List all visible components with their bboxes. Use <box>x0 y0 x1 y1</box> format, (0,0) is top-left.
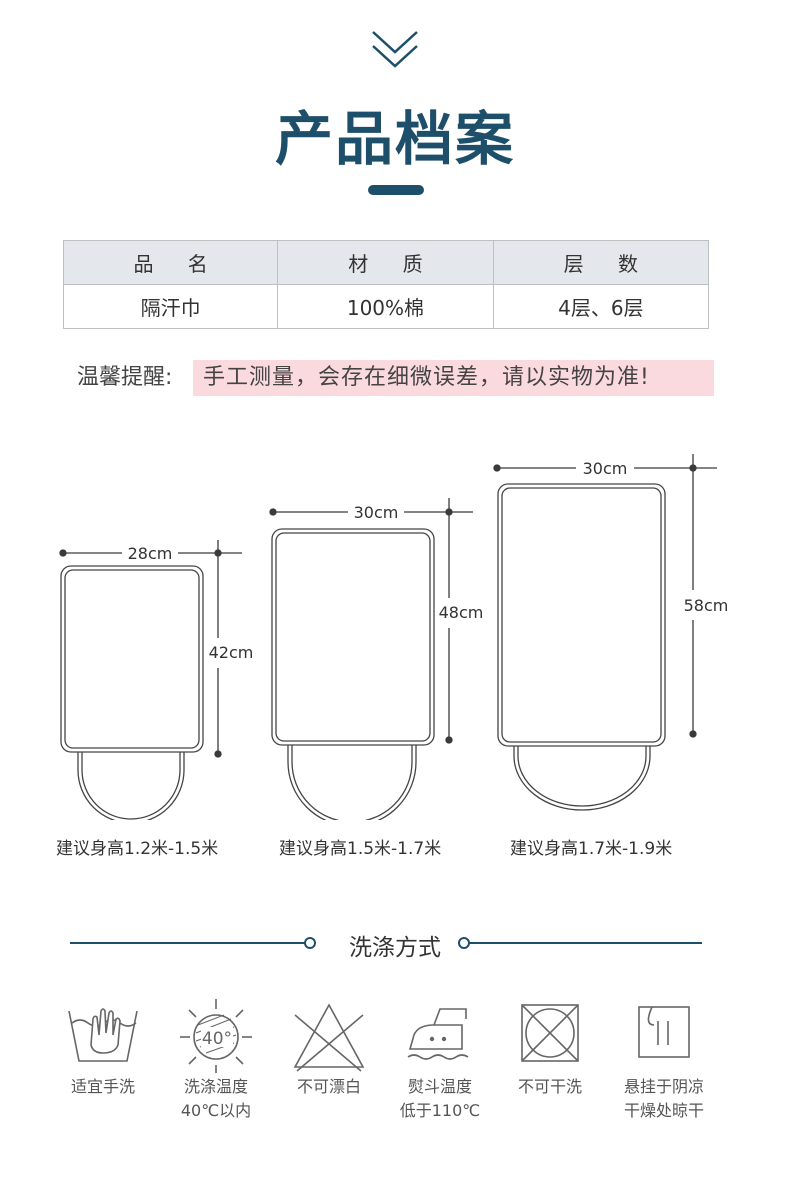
spec-table: 品 名 材 质 层 数 隔汗巾 100%棉 4层、6层 <box>62 240 710 329</box>
size-2-recommend: 建议身高1.5米-1.7米 <box>279 839 442 859</box>
care-label-iron: 熨斗温度低于110℃ <box>399 1077 481 1120</box>
size-3-width: 30cm <box>583 459 628 478</box>
tip-label: 温馨提醒: <box>77 365 173 390</box>
size-1-height: 42cm <box>209 643 254 662</box>
size-1-width: 28cm <box>128 544 173 563</box>
tip-text: 手工测量，会存在细微误差，请以实物为准! <box>193 360 714 396</box>
header-layers: 层 数 <box>492 240 710 285</box>
wash-divider-right <box>468 942 702 944</box>
care-label-hand-wash: 适宜手洗 <box>70 1077 135 1096</box>
no-dry-clean-icon <box>521 1004 579 1062</box>
table-row: 隔汗巾 100%棉 4层、6层 <box>62 284 710 329</box>
header-name: 品 名 <box>62 240 279 285</box>
value-name: 隔汗巾 <box>62 284 279 329</box>
value-layers: 4层、6层 <box>492 284 710 329</box>
table-header-row: 品 名 材 质 层 数 <box>62 240 710 285</box>
wash-temperature-icon: 40° <box>180 999 252 1073</box>
towel-medium-diagram <box>271 528 435 820</box>
size-1-recommend: 建议身高1.2米-1.5米 <box>56 839 219 859</box>
value-material: 100%棉 <box>277 284 494 329</box>
hang-dry-icon <box>638 1006 690 1058</box>
towel-small-diagram <box>60 565 204 820</box>
size-3-height: 58cm <box>684 596 729 615</box>
iron-icon <box>407 1008 469 1060</box>
no-bleach-icon <box>293 1003 365 1072</box>
care-label-no-dry-clean: 不可干洗 <box>517 1077 582 1096</box>
wash-divider-dot-left <box>304 937 316 949</box>
title-underline <box>368 185 424 195</box>
wash-temp-badge: 40° <box>202 1029 232 1049</box>
hand-wash-icon <box>68 1008 138 1062</box>
towel-large-diagram <box>497 483 666 811</box>
care-label-hang-dry: 悬挂于阴凉干燥处晾干 <box>623 1077 704 1120</box>
header-material: 材 质 <box>277 240 494 285</box>
page-title: 产品档案 <box>274 105 515 173</box>
size-3-recommend: 建议身高1.7米-1.9米 <box>510 839 673 859</box>
size-diagrams: 28cm 42cm 30cm 48cm 30cm 58cm <box>59 454 729 820</box>
wash-divider-left <box>70 942 306 944</box>
chevron-down-icon <box>372 31 418 68</box>
wash-title: 洗涤方式 <box>349 935 441 961</box>
care-label-no-bleach: 不可漂白 <box>296 1077 361 1096</box>
size-2-width: 30cm <box>354 503 399 522</box>
size-2-height: 48cm <box>439 603 484 622</box>
